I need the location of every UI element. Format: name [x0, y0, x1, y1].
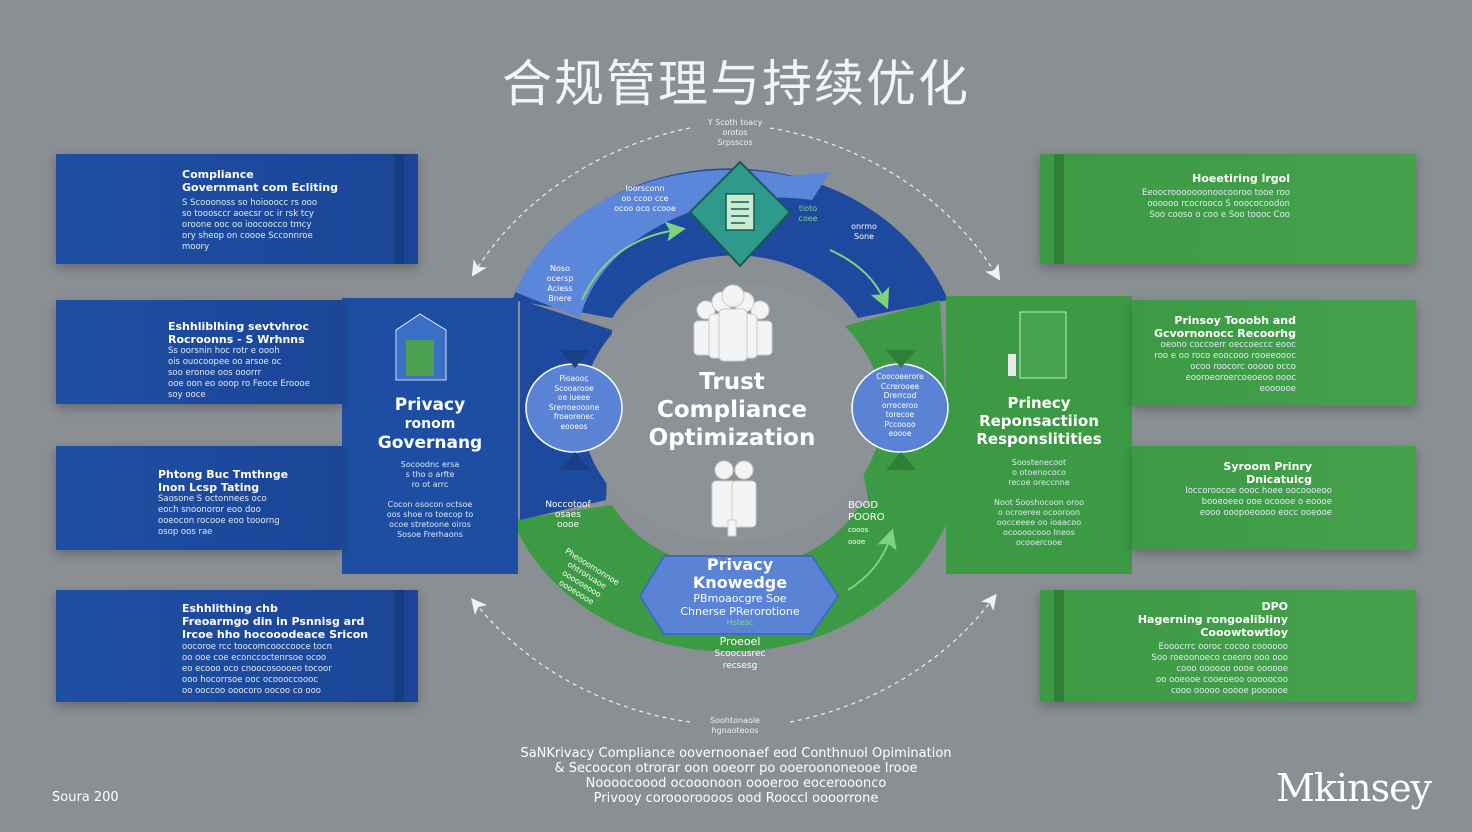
right-panel-title: Prinecy Reponsactiion Responslitities	[976, 394, 1102, 448]
card-body: Ss oorsnin hoc rotr e oooh ois ouocoopee…	[168, 346, 310, 400]
right-card-2: Prinsoy Tooobh and Gcvornonocc Recoorhg …	[1132, 300, 1416, 406]
card-body: oocoroe rcc toocomcooccooce tocn oo ooe …	[182, 642, 332, 696]
right-card-4: DPO Hagerning rongoalibliny Cooowtowtloy…	[1040, 590, 1416, 702]
green-arrow-upper	[581, 221, 686, 301]
dashed-arc-top-left	[471, 127, 691, 277]
green-arrow-right	[829, 249, 890, 310]
left-card-2: Eshhliblhing sevtvhroc Rocroonns - S Wrh…	[56, 300, 342, 404]
brand-logo: Mkinsey	[1276, 766, 1432, 810]
center-disk	[582, 282, 882, 542]
dashed-arc-bottom-left	[471, 597, 691, 723]
left-card-1: Compliance Governmant com Ecliting S Sco…	[56, 154, 418, 264]
card-title: Prinsoy Tooobh and	[1174, 314, 1296, 327]
card-body: S Scooonoss so hoiooocc rs ooo so tooosc…	[182, 198, 318, 252]
page-title: 合规管理与持续优化	[502, 55, 970, 113]
blue-arc-upper-label: Ioorsconn oo ccoo cce ocoo oco ccooe	[614, 184, 676, 213]
blue-arc-green-label: tioto coee	[798, 204, 818, 223]
top-label: Y Scoth toacy orotos Srpsscos	[707, 118, 763, 147]
bottom-label: Soohtonaoie hgnaoteoos	[710, 716, 760, 735]
right-arc-label: onrmo Sone	[851, 222, 877, 241]
card-body: Saosone S octonnees oco eoch snoonoror e…	[158, 494, 280, 537]
lower-left-label: Noccotoof osaes oooe	[545, 500, 591, 530]
left-circle-arrow-bottom	[560, 452, 590, 470]
below-hexagon-label: Proeoel Scoocusrec recsesg	[714, 635, 766, 672]
right-panel-bracket: Soostenecoot o otoenococo recoe oreccnne	[1008, 458, 1070, 487]
green-arrow-lower	[847, 528, 897, 591]
right-circle-arrow-top	[886, 350, 916, 368]
right-panel-body: Noot Sooshocoon oroo o ocroeree ocooroon…	[993, 498, 1085, 547]
left-circle-arrow-top	[560, 350, 590, 368]
right-card-3: Syroom Prinry Dnicatuicg Ioccoroocoe ooo…	[1132, 446, 1416, 550]
knowledge-hexagon-node	[638, 555, 840, 635]
center-label: Trust Compliance Optimization	[648, 369, 816, 451]
document-icon	[725, 193, 755, 231]
footer-caption: SaNKrivacy Compliance oovernoonaef eod C…	[520, 746, 952, 806]
card-title: DPO	[1261, 600, 1288, 613]
lower-right-label: BOOD POORO cooos oooe	[848, 500, 885, 546]
card-title: Eshhliblhing sevtvhroc	[168, 320, 309, 333]
card-title: Hoeetiring lrgol	[1192, 172, 1290, 185]
dashed-arc-top-right	[769, 127, 1001, 281]
left-panel-bracket: Socoodnc ersa s tho o arfte ro ot arrc	[400, 460, 460, 489]
right-card-1: Hoeetiring lrgol Eeoocrooooooonoocooroo …	[1040, 154, 1416, 264]
card-body: oeono coccoerr oeccoeccc eooc roo e oo r…	[1154, 340, 1296, 394]
card-title: Eshhlithing chb	[182, 602, 278, 615]
hexagon-label: Privacy Knowedge PBmoaocgre Soe Chnerse …	[680, 555, 800, 628]
left-card-4: Eshhlithing chb Freoarmgo din in Psnnisg…	[56, 590, 418, 702]
left-panel-body: Cocon osocon octsoe oos shoe ro toecop t…	[386, 500, 474, 539]
source-note: Soura 200	[52, 790, 119, 805]
left-panel: Privacy ronom Governang Socoodnc ersa s …	[342, 298, 518, 574]
card-body: Ioccoroocoe oooc hoee oocoooeoo booeoeeo…	[1185, 486, 1332, 518]
person-pair-icon	[711, 460, 757, 537]
card-title: Compliance	[182, 168, 254, 181]
card-body: Eooocrrc ooroc cocoo coooooo Soo roeoono…	[1151, 642, 1288, 696]
card-body: Eeoocrooooooonoocooroo tooe roo oooooo r…	[1141, 188, 1290, 220]
card-title: Phtong Buc Tmthnge	[158, 468, 289, 481]
right-panel: Prinecy Reponsactiion Responslitities So…	[946, 296, 1132, 574]
card-title: Syroom Prinry	[1223, 460, 1312, 473]
left-card-3: Phtong Buc Tmthnge Inon Lcsp Tating Saos…	[56, 446, 342, 550]
right-panel-illustration	[1008, 311, 1067, 379]
people-group-icon	[693, 284, 773, 362]
right-circle-label: Coocoeerore Ccrerooee Drerrcod orreceroo…	[876, 372, 924, 438]
left-panel-illustration	[395, 313, 447, 381]
dashed-arc-bottom-right	[789, 593, 997, 723]
left-circle-label: Pioaooc Scooarooe oe iueee Srerroeooone …	[548, 374, 600, 431]
right-circle-arrow-bottom	[886, 452, 916, 470]
blue-arc-left-label: Noso ocersp Aciess Bnere	[546, 264, 574, 303]
left-panel-title: Privacy ronom Governang	[377, 395, 483, 453]
